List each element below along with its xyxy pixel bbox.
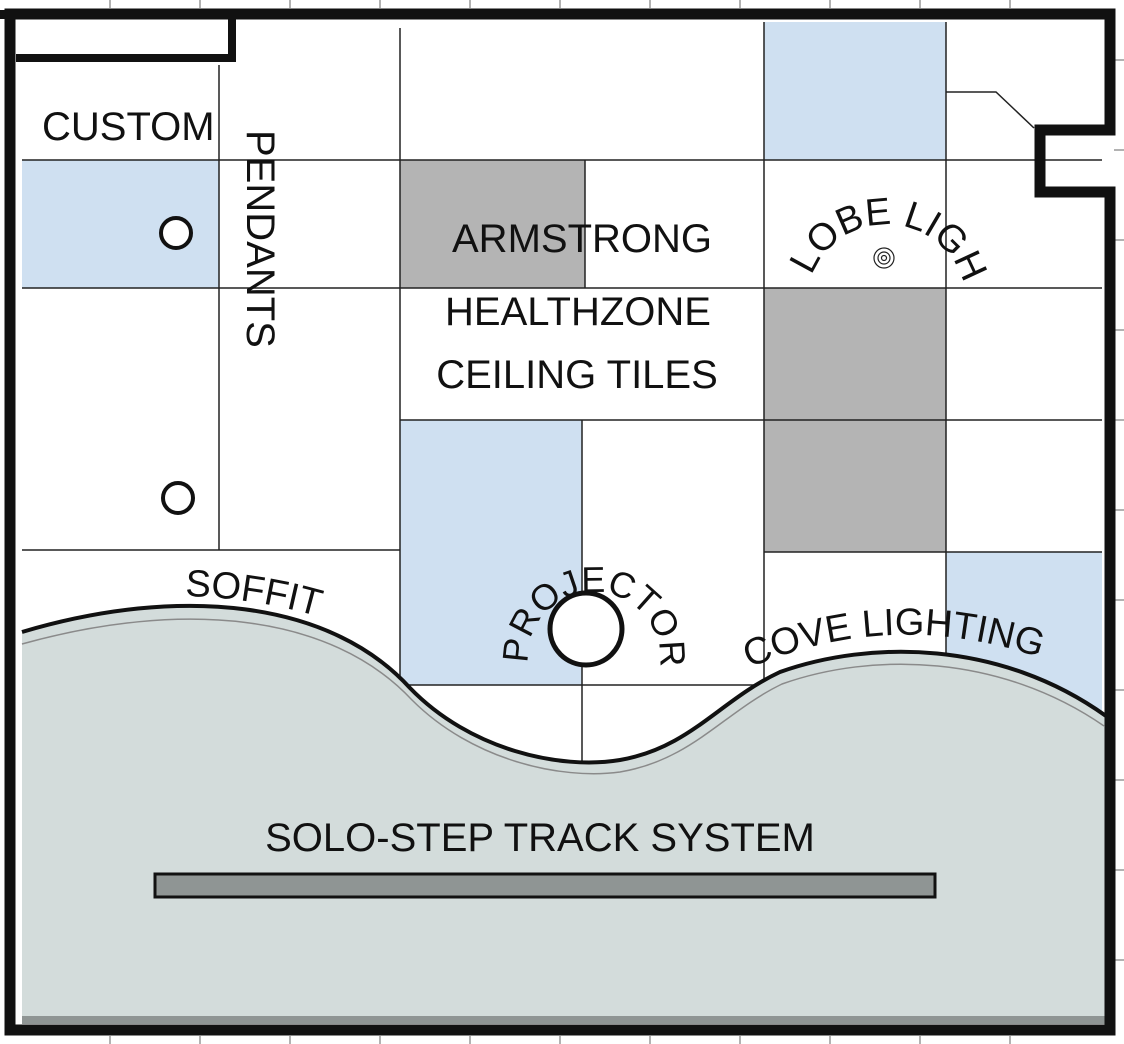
cove-lighting-inner-curve [21, 618, 1105, 775]
track-system-label: SOLO-STEP TRACK SYSTEM [265, 816, 815, 860]
healthzone-label: HEALTHZONE [445, 290, 711, 334]
soffit-shape [22, 605, 1106, 1024]
projector-icon [547, 590, 625, 668]
track-system-bar [153, 872, 937, 899]
fixtures [159, 216, 895, 668]
custom-label: CUSTOM [42, 105, 215, 149]
globe-light-icon [873, 247, 895, 269]
cove-lighting-curve [21, 603, 1108, 765]
wall-outline [4, 8, 1116, 1036]
armstrong-label: ARMSTRONG [452, 217, 712, 261]
tile-blue [764, 22, 946, 160]
pendant-light-icon [161, 481, 195, 515]
pendants-label: PENDANTS [238, 130, 282, 348]
pendant-light-icon [159, 216, 193, 250]
wall-niche [16, 14, 236, 62]
walls [0, 8, 1116, 1036]
soffit-base-strip [22, 1016, 1106, 1024]
outer-grid-ticks [109, 0, 1124, 1044]
soffit-area [21, 603, 1108, 1024]
ceiling-tiles [22, 22, 1102, 722]
ceiling-tiles-label: CEILING TILES [436, 353, 718, 397]
tile-gray [400, 160, 585, 288]
wall-left-stub [0, 10, 46, 19]
